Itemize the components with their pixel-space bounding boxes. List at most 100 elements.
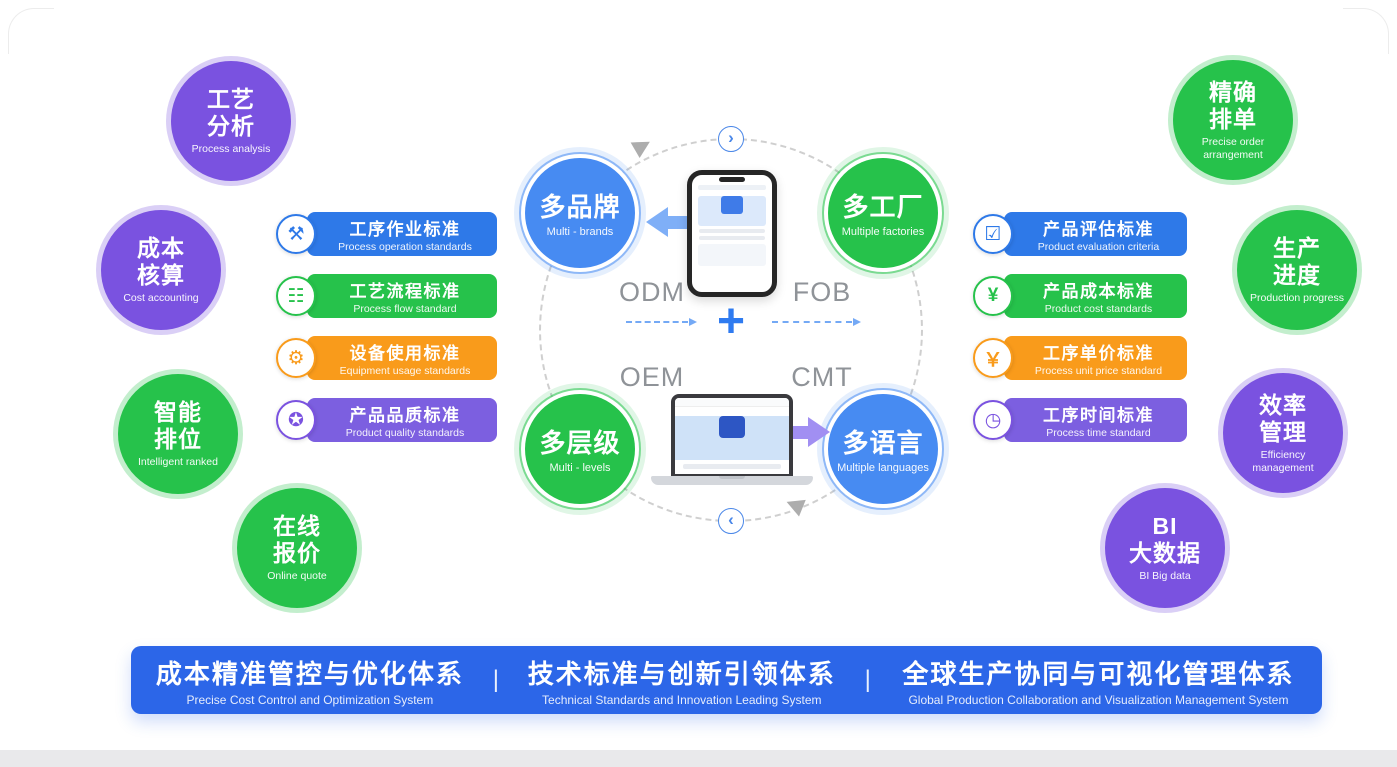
card-corner-right xyxy=(1343,8,1389,54)
footer-strip xyxy=(0,750,1397,767)
feature-title: 精确 排单 xyxy=(1209,78,1257,132)
feature-subtitle: BI Big data xyxy=(1139,570,1191,583)
standard-badge-process-operation: ⚒ 工序作业标准 Process operation standards xyxy=(276,211,497,257)
laptop-screen-navbar xyxy=(675,398,789,407)
feature-subtitle: Precise order arrangement xyxy=(1201,136,1265,161)
node-multiple-languages: 多语言 Multiple languages xyxy=(828,394,938,504)
standard-subtitle: Process operation standards xyxy=(338,241,472,253)
node-title: 多工厂 xyxy=(842,191,924,222)
dashed-arrow-right xyxy=(772,318,861,326)
price-tag-icon: ￥ xyxy=(973,338,1013,378)
standard-badge-process-time: ◷ 工序时间标准 Process time standard xyxy=(973,397,1187,443)
feature-title: 效率 管理 xyxy=(1259,391,1307,445)
node-title: 多品牌 xyxy=(539,191,621,222)
standard-title: 产品评估标准 xyxy=(1043,220,1154,239)
node-subtitle: Multiple languages xyxy=(837,461,929,474)
clock-icon: ◷ xyxy=(973,400,1013,440)
standard-bar: 设备使用标准 Equipment usage standards xyxy=(307,336,497,380)
feature-circle-process-analysis: 工艺 分析 Process analysis xyxy=(171,61,291,181)
banner-title: 全球生产协同与可视化管理体系 xyxy=(902,658,1295,689)
laptop-screen-hero xyxy=(675,416,789,460)
banner-subtitle: Technical Standards and Innovation Leadi… xyxy=(542,692,822,707)
standard-badge-product-quality: ✪ 产品品质标准 Product quality standards xyxy=(276,397,497,443)
mode-label-fob: FOB xyxy=(792,277,852,307)
standard-bar: 工序单价标准 Process unit price standard xyxy=(1004,336,1187,380)
arrow-tail xyxy=(668,215,690,229)
standard-title: 产品品质标准 xyxy=(349,406,461,425)
feature-circle-production-progress: 生产 进度 Production progress xyxy=(1237,210,1357,330)
feature-subtitle: Cost accounting xyxy=(123,292,199,305)
chevron-glyph: › xyxy=(728,128,734,147)
standard-bar: 产品成本标准 Product cost standards xyxy=(1004,274,1187,318)
standard-bar: 产品品质标准 Product quality standards xyxy=(307,398,497,442)
shield-check-icon: ☑ xyxy=(973,214,1013,254)
phone-screen-block xyxy=(698,185,766,190)
feature-circle-cost-accounting: 成本 核算 Cost accounting xyxy=(101,210,221,330)
standard-subtitle: Process unit price standard xyxy=(1034,365,1163,377)
process-operation-icon: ⚒ xyxy=(276,214,316,254)
banner-section-cost-control: 成本精准管控与优化体系 Precise Cost Control and Opt… xyxy=(131,654,489,707)
feature-title: 智能 排位 xyxy=(154,399,202,453)
feature-title: 工艺 分析 xyxy=(207,86,255,140)
phone-screen-block xyxy=(698,244,766,266)
node-subtitle: Multi - brands xyxy=(546,225,614,238)
banner-title: 技术标准与创新引领体系 xyxy=(527,658,836,689)
standard-bar: 工序作业标准 Process operation standards xyxy=(307,212,497,256)
chevron-left-icon: ‹ xyxy=(718,508,744,534)
feature-title: BI 大数据 xyxy=(1129,513,1201,567)
standard-title: 设备使用标准 xyxy=(349,344,461,363)
dashed-arrow-left xyxy=(626,318,697,326)
phone-screen-image xyxy=(721,196,743,214)
standard-subtitle: Process time standard xyxy=(1046,427,1151,439)
standard-title: 工序作业标准 xyxy=(349,220,461,239)
banner-section-technical-standards: 技术标准与创新引领体系 Technical Standards and Inno… xyxy=(503,654,861,707)
feature-circle-bi-bigdata: BI 大数据 BI Big data xyxy=(1105,488,1225,608)
feature-subtitle: Production progress xyxy=(1250,292,1344,305)
feature-circle-intelligent-ranked: 智能 排位 Intelligent ranked xyxy=(118,374,238,494)
standard-title: 产品成本标准 xyxy=(1043,282,1154,301)
feature-title: 在线 报价 xyxy=(273,513,321,567)
node-title: 多语言 xyxy=(842,427,924,458)
chevron-right-icon: › xyxy=(718,126,744,152)
node-title: 多层级 xyxy=(539,427,621,458)
standard-title: 工艺流程标准 xyxy=(349,282,461,301)
standard-badge-product-evaluation: ☑ 产品评估标准 Product evaluation criteria xyxy=(973,211,1187,257)
phone-screen-block xyxy=(699,236,765,240)
banner-divider: | xyxy=(864,666,871,693)
standard-subtitle: Product evaluation criteria xyxy=(1037,241,1160,253)
phone-screen-block xyxy=(699,229,765,233)
mode-label-odm: ODM xyxy=(619,277,685,307)
node-multi-brands: 多品牌 Multi - brands xyxy=(525,158,635,268)
equipment-gear-icon: ⚙ xyxy=(276,338,316,378)
mode-label-cmt: CMT xyxy=(791,362,853,392)
process-flow-icon: ☷ xyxy=(276,276,316,316)
standard-badge-product-cost: ¥ 产品成本标准 Product cost standards xyxy=(973,273,1187,319)
standard-bar: 工序时间标准 Process time standard xyxy=(1004,398,1187,442)
laptop-mockup xyxy=(671,394,793,478)
phone-screen-block xyxy=(698,196,766,226)
laptop-screen-block xyxy=(683,464,781,469)
standard-badge-unit-price: ￥ 工序单价标准 Process unit price standard xyxy=(973,335,1187,381)
feature-circle-precise-order: 精确 排单 Precise order arrangement xyxy=(1173,60,1293,180)
mode-label-oem: OEM xyxy=(619,362,685,392)
quality-medal-icon: ✪ xyxy=(276,400,316,440)
chevron-glyph: ‹ xyxy=(728,510,734,529)
standard-badge-equipment-usage: ⚙ 设备使用标准 Equipment usage standards xyxy=(276,335,497,381)
standard-subtitle: Equipment usage standards xyxy=(339,365,471,377)
banner-divider: | xyxy=(492,666,499,693)
plus-sign: + xyxy=(716,295,746,348)
feature-subtitle: Online quote xyxy=(267,570,327,583)
arrow-head xyxy=(646,207,668,237)
banner-title: 成本精准管控与优化体系 xyxy=(155,658,464,689)
standard-title: 工序单价标准 xyxy=(1043,344,1154,363)
laptop-base xyxy=(651,476,813,485)
feature-title: 成本 核算 xyxy=(137,235,185,289)
feature-subtitle: Efficiency management xyxy=(1252,449,1314,474)
money-hand-icon: ¥ xyxy=(973,276,1013,316)
banner-subtitle: Precise Cost Control and Optimization Sy… xyxy=(186,692,434,707)
node-multiple-factories: 多工厂 Multiple factories xyxy=(828,158,938,268)
card-corner-left xyxy=(8,8,54,54)
phone-mockup xyxy=(687,170,777,297)
feature-circle-efficiency-management: 效率 管理 Efficiency management xyxy=(1223,373,1343,493)
